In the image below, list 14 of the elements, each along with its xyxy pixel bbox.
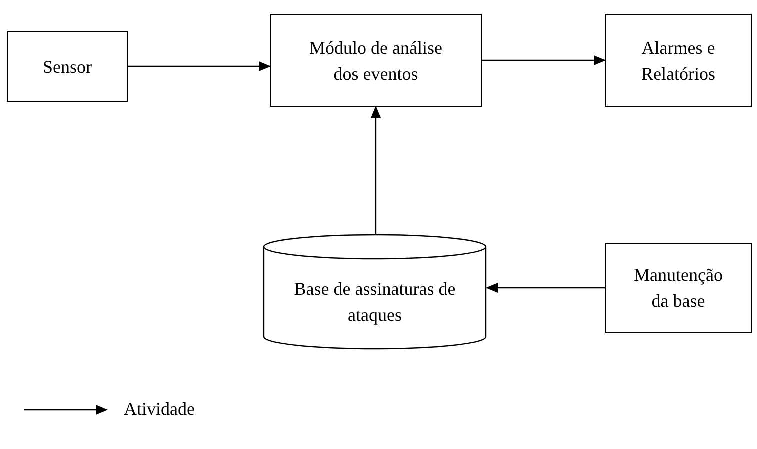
arrow bbox=[371, 106, 381, 234]
arrow bbox=[482, 56, 606, 66]
legend-label: Atividade bbox=[124, 398, 195, 421]
arrow bbox=[486, 283, 605, 293]
node-label: Manutenção da base bbox=[633, 264, 724, 313]
arrow bbox=[128, 62, 271, 72]
node-label: Módulo de análise dos eventos bbox=[308, 36, 444, 86]
process-box bbox=[605, 14, 752, 107]
process-box bbox=[605, 243, 752, 333]
node-label: Base de assinaturas de ataques bbox=[293, 278, 457, 327]
node-label: Alarmes e Relatórios bbox=[640, 36, 716, 86]
process-box bbox=[7, 31, 128, 102]
node-label: Sensor bbox=[43, 56, 92, 78]
process-box bbox=[270, 14, 482, 107]
